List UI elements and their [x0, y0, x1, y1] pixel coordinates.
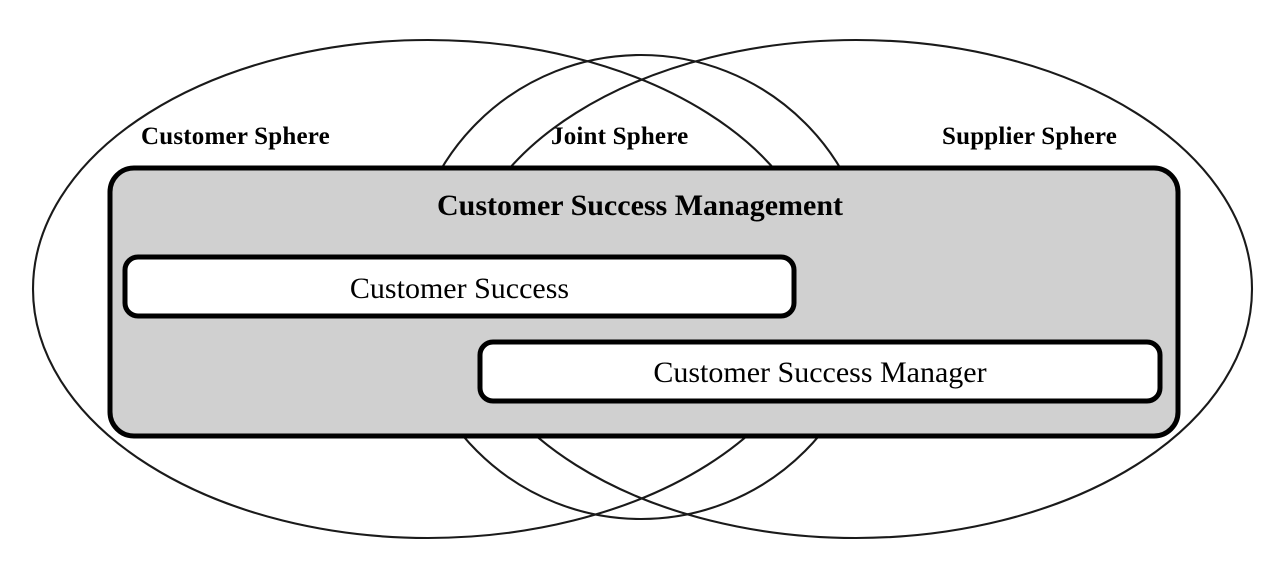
customer-success-box: [122, 254, 797, 319]
customer-success-manager-box: [477, 339, 1163, 404]
